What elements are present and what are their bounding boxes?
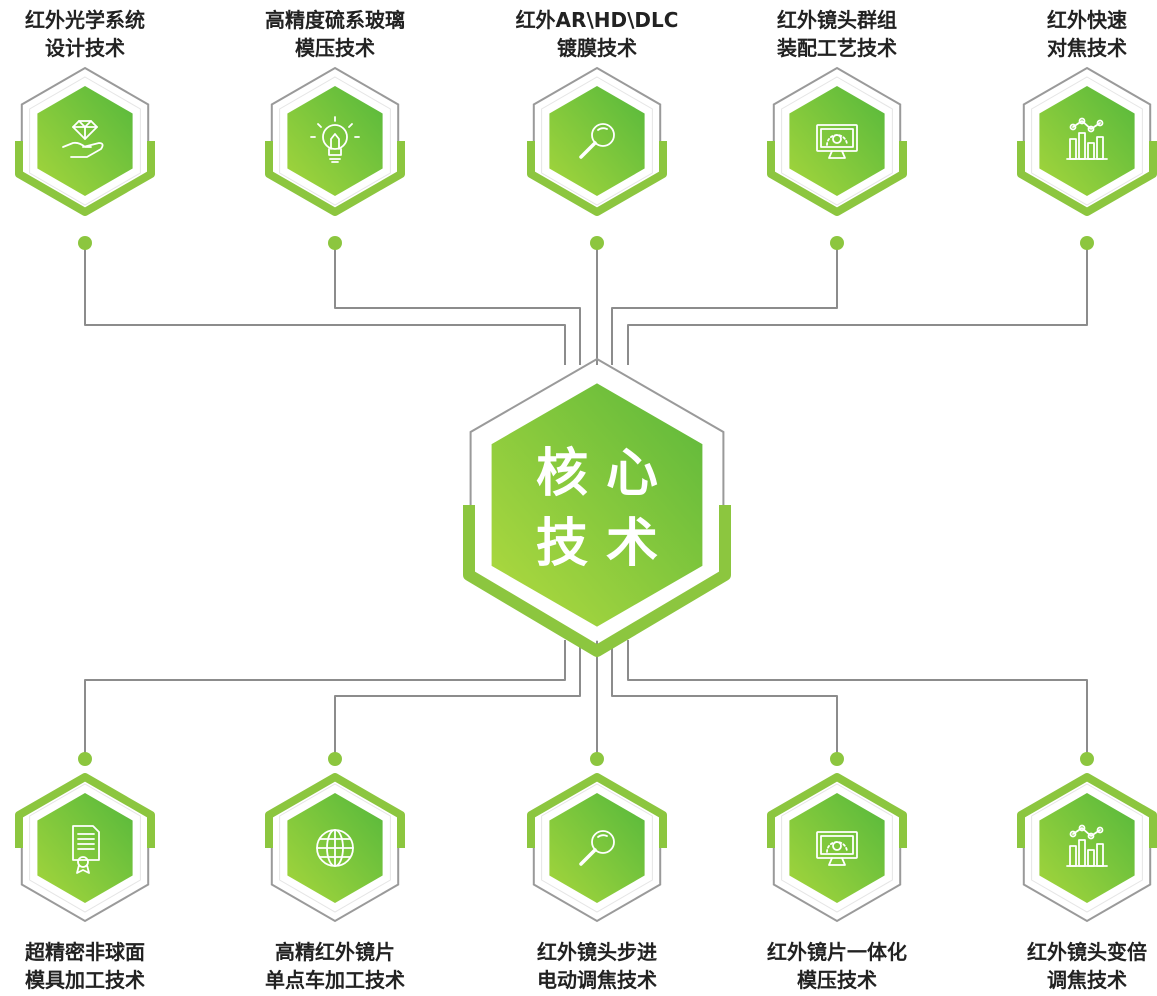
technology-label-line: 模压技术 <box>797 968 877 992</box>
connector-line <box>611 243 838 365</box>
technology-label-line: 红外镜片一体化 <box>767 940 907 964</box>
technology-label-line: 红外镜头变倍 <box>1027 940 1147 964</box>
technology-hexagon-node <box>527 773 667 923</box>
technology-label-line: 超精密非球面 <box>25 940 145 964</box>
center-title-line1: 核 心 <box>536 444 658 504</box>
technology-hexagon-node <box>265 66 405 216</box>
technology-label: 红外光学系统设计技术 <box>0 6 185 62</box>
technology-label-line: 高精红外镜片 <box>275 940 395 964</box>
technology-hexagon-node <box>1017 773 1157 923</box>
technology-label-line: 模压技术 <box>295 36 375 60</box>
technology-label: 高精红外镜片单点车加工技术 <box>235 938 435 994</box>
connector-line <box>334 243 581 365</box>
technology-label: 红外镜头变倍调焦技术 <box>987 938 1157 994</box>
technology-hexagon-node <box>767 66 907 216</box>
technology-label-line: 红外光学系统 <box>25 8 145 32</box>
connector-dot <box>590 752 604 766</box>
technology-label: 红外AR\HD\DLC 镀膜技术 <box>497 6 697 62</box>
connector-dot <box>78 752 92 766</box>
connector-line <box>627 243 1088 365</box>
technology-hexagon-node <box>767 773 907 923</box>
technology-label-line: 单点车加工技术 <box>265 968 405 992</box>
magnifier-icon <box>579 830 615 866</box>
magnifier-icon <box>579 123 615 159</box>
technology-label: 超精密非球面模具加工技术 <box>0 938 185 994</box>
technology-label: 红外镜头群组装配工艺技术 <box>737 6 937 62</box>
technology-label-line: 红外镜头群组 <box>777 8 897 32</box>
connector-line <box>627 640 1088 759</box>
technology-hexagon-node <box>15 773 155 923</box>
technology-nodes <box>15 66 1157 923</box>
connector-dot <box>830 236 844 250</box>
bar-chart-icon <box>1066 824 1108 867</box>
connector-dot <box>78 236 92 250</box>
technology-hexagon-node <box>527 66 667 216</box>
certificate-icon <box>72 825 100 874</box>
connector-line <box>84 243 566 365</box>
bar-chart-icon <box>1066 117 1108 160</box>
technology-hexagon-node <box>1017 66 1157 216</box>
technology-label-line: 模具加工技术 <box>25 968 145 992</box>
connector-dot <box>328 752 342 766</box>
technology-hexagon-node <box>15 66 155 216</box>
lightbulb-icon <box>310 116 360 163</box>
connector-dot <box>1080 236 1094 250</box>
diamond-hand-icon <box>62 120 104 158</box>
connector-dot <box>328 236 342 250</box>
connector-line <box>84 640 566 759</box>
technology-label-line: 镀膜技术 <box>557 36 637 60</box>
center-title-line2: 技 术 <box>536 514 658 574</box>
technology-label-line: 装配工艺技术 <box>777 36 897 60</box>
technology-label-line: 对焦技术 <box>1047 36 1127 60</box>
core-technology-hexagon: 核 心技 术 <box>463 357 731 657</box>
technology-label-line: 红外镜头步进 <box>537 940 657 964</box>
monitor-gear-icon <box>816 831 858 866</box>
monitor-gear-icon <box>816 124 858 159</box>
technology-label: 红外镜片一体化模压技术 <box>737 938 937 994</box>
connector-dot <box>1080 752 1094 766</box>
technology-label-line: 电动调焦技术 <box>537 968 657 992</box>
technology-label-line: 高精度硫系玻璃 <box>265 8 405 32</box>
technology-label: 高精度硫系玻璃模压技术 <box>235 6 435 62</box>
connector-line <box>611 640 838 759</box>
technology-label-line: 设计技术 <box>45 36 125 60</box>
globe-icon <box>316 829 354 867</box>
technology-label-line: 调焦技术 <box>1047 968 1127 992</box>
connector-lines <box>78 236 1094 766</box>
technology-label-line: 红外AR\HD\DLC <box>515 8 679 32</box>
technology-label-line: 红外快速 <box>1047 8 1127 32</box>
connector-dot <box>830 752 844 766</box>
connector-line <box>334 640 581 759</box>
technology-label: 红外快速对焦技术 <box>987 6 1157 62</box>
technology-label: 红外镜头步进电动调焦技术 <box>497 938 697 994</box>
connector-dot <box>590 236 604 250</box>
technology-hexagon-node <box>265 773 405 923</box>
